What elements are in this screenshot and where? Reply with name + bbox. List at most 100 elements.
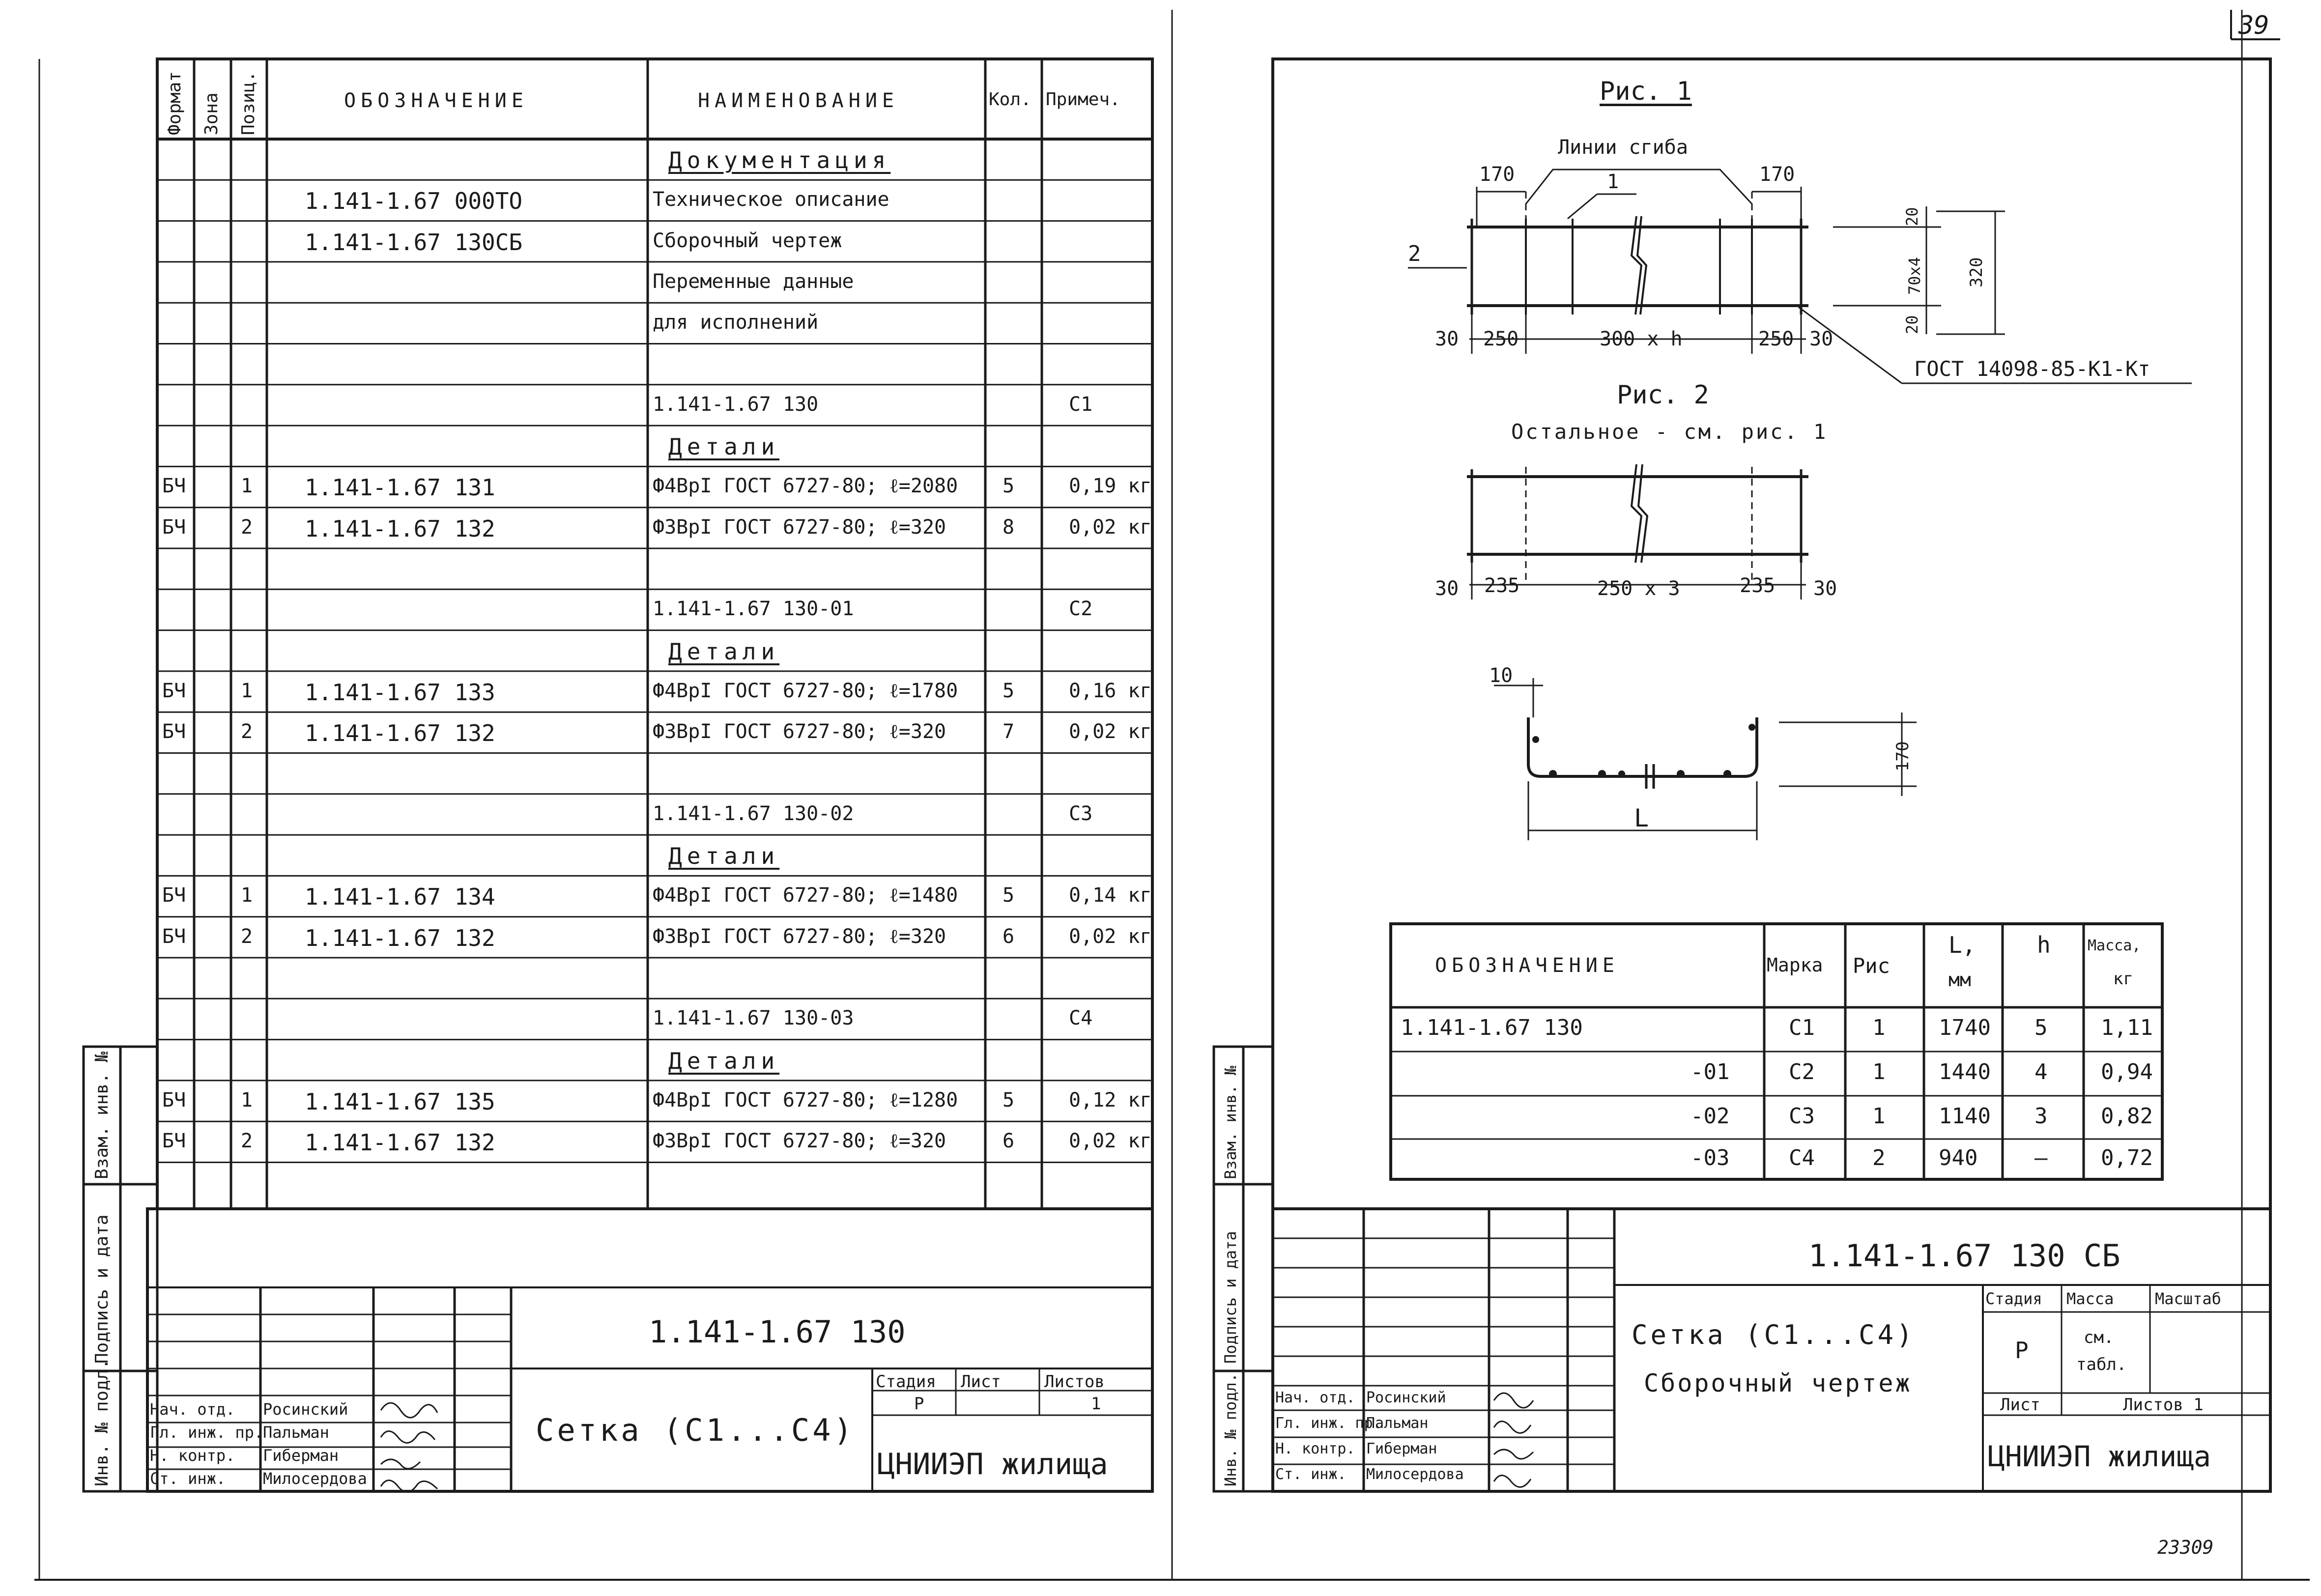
variant-cell-h: – — [2034, 1145, 2048, 1170]
spec-cell-note: 0,12 кг — [1069, 1088, 1152, 1112]
header-note: Примеч. — [1046, 89, 1120, 110]
left-sign-date: Подпись и дата — [92, 1214, 112, 1364]
variants-header-mass-unit: кг — [2113, 969, 2133, 989]
spec-cell-name: Ф4ВрI ГОСТ 6727-80; ℓ=1280 — [653, 1088, 958, 1112]
variants-header-h: h — [2037, 932, 2051, 958]
spec-cell-pos: 1 — [241, 884, 253, 907]
stamp-role: Н. контр. — [1275, 1440, 1355, 1457]
left-stamp-org: ЦНИИЭП жилища — [877, 1447, 1108, 1482]
stamp-person: Милосердова — [263, 1469, 367, 1488]
right-stamp-mass-label: Масса — [2066, 1289, 2114, 1308]
spec-cell-fmt: БЧ — [162, 720, 186, 743]
fig1-dim-250-left: 250 — [1483, 328, 1519, 350]
spec-cell-name: Переменные данные — [653, 270, 854, 293]
fig1-dim-30-right: 30 — [1809, 328, 1834, 350]
right-stamp-sheets-label: Листов 1 — [2123, 1395, 2204, 1415]
variant-cell-mark: С4 — [1789, 1145, 1815, 1170]
variant-cell-h: 4 — [2034, 1059, 2048, 1084]
left-stamp-stage-label: Стадия — [876, 1372, 936, 1392]
spec-cell-note: С4 — [1069, 1007, 1093, 1030]
variant-cell-mass: 0,72 — [2101, 1145, 2153, 1170]
fig2-dim-235-left: 235 — [1484, 574, 1520, 597]
right-stamp-title1: Сетка (С1...С4) — [1632, 1319, 1916, 1350]
fig1-dim-30-left: 30 — [1435, 328, 1459, 350]
left-stamp-stage: Р — [914, 1394, 924, 1414]
variant-cell-L: 1740 — [1939, 1015, 1991, 1040]
variants-header-fig: Рис — [1853, 954, 1890, 978]
right-vzam-inv: Взам. инв. № — [1221, 1065, 1240, 1179]
spec-cell-qty: 6 — [1003, 925, 1015, 948]
spec-cell-name: Детали — [668, 433, 780, 460]
spec-cell-note: 0,02 кг — [1069, 925, 1152, 948]
spec-cell-qty: 7 — [1003, 720, 1015, 743]
left-inv-orig: Инв. № подл. — [92, 1358, 112, 1486]
spec-cell-pos: 2 — [241, 1130, 253, 1153]
stamp-person: Гиберман — [263, 1446, 339, 1465]
section-dim-10: 10 — [1489, 664, 1513, 687]
spec-cell-note: 0,19 кг — [1069, 475, 1152, 498]
variant-cell-mark: С2 — [1789, 1059, 1815, 1084]
variant-cell-des: 1.141-1.67 130 — [1401, 1015, 1583, 1040]
spec-cell-pos: 1 — [241, 475, 253, 498]
left-stamp-title: Сетка (С1...С4) — [536, 1412, 855, 1448]
header-position: Позиц. — [238, 71, 258, 135]
stamp-person: Пальман — [1366, 1415, 1429, 1432]
right-stamp-org: ЦНИИЭП жилища — [1988, 1440, 2211, 1473]
right-stamp-mass2: табл. — [2076, 1355, 2127, 1374]
spec-cell-qty: 5 — [1003, 679, 1015, 702]
fig2-dim-235-right: 235 — [1740, 574, 1776, 597]
page-number: 39 — [2238, 11, 2269, 40]
right-inv-orig: Инв. № подл. — [1221, 1372, 1240, 1486]
spec-cell-pos: 2 — [241, 720, 253, 743]
fig2-dim-30-right: 30 — [1813, 577, 1837, 600]
variant-cell-h: 5 — [2034, 1015, 2048, 1040]
spec-cell-fmt: БЧ — [162, 884, 186, 907]
variants-header-mass: Масса, — [2088, 937, 2141, 954]
fig1-dim-mid: 300 x h — [1600, 328, 1683, 350]
stamp-role: Ст. инж. — [1275, 1466, 1347, 1483]
fig1-dim-70x4: 70x4 — [1905, 256, 1924, 295]
stamp-person: Гиберман — [1366, 1440, 1437, 1457]
right-stamp-scale-label: Масштаб — [2155, 1289, 2221, 1308]
section-dim-170: 170 — [1893, 741, 1913, 771]
spec-cell-des: 1.141-1.67 131 — [305, 474, 495, 501]
spec-cell-name: 1.141-1.67 130 — [653, 393, 819, 416]
spec-cell-name: Техническое описание — [653, 188, 889, 211]
header-zone: Зона — [201, 92, 222, 135]
right-stamp-stage: Р — [2015, 1337, 2029, 1364]
fig2-dim-mid: 250 x 3 — [1597, 577, 1680, 600]
spec-cell-qty: 6 — [1003, 1130, 1015, 1153]
variant-cell-fig: 1 — [1872, 1015, 1886, 1040]
spec-cell-pos: 2 — [241, 515, 253, 539]
spec-cell-name: Ф4ВрI ГОСТ 6727-80; ℓ=1480 — [653, 884, 958, 907]
spec-cell-note: 0,02 кг — [1069, 515, 1152, 539]
stamp-person: Пальман — [263, 1423, 329, 1442]
spec-cell-name: Ф3ВрI ГОСТ 6727-80; ℓ=320 — [653, 1130, 946, 1153]
variant-cell-L: 1140 — [1939, 1104, 1991, 1129]
spec-cell-des: 1.141-1.67 133 — [305, 679, 495, 706]
right-stamp-mass: см. — [2084, 1328, 2114, 1347]
header-qty: Кол. — [989, 89, 1032, 110]
spec-cell-note: 0,02 кг — [1069, 720, 1152, 743]
spec-cell-qty: 5 — [1003, 1088, 1015, 1112]
fig1-dim-320: 320 — [1967, 257, 1986, 287]
variants-header-L: L, — [1948, 932, 1976, 958]
spec-cell-fmt: БЧ — [162, 475, 186, 498]
left-stamp-sheets-label: Листов — [1044, 1372, 1105, 1392]
header-format: Формат — [165, 71, 185, 135]
header-designation: ОБОЗНАЧЕНИЕ — [344, 89, 528, 112]
stamp-role: Гл. инж. пр. — [1275, 1415, 1382, 1432]
spec-cell-name: Ф4ВрI ГОСТ 6727-80; ℓ=1780 — [653, 679, 958, 702]
fig1-pos1: 1 — [1607, 171, 1619, 193]
spec-cell-name: Детали — [668, 843, 780, 870]
fig1-dim-20-top: 20 — [1903, 207, 1921, 226]
spec-cell-des: 1.141-1.67 132 — [305, 515, 495, 542]
spec-cell-name: 1.141-1.67 130-02 — [653, 802, 854, 825]
fig1-dim-170-left: 170 — [1479, 163, 1515, 186]
spec-cell-pos: 1 — [241, 679, 253, 702]
spec-cell-fmt: БЧ — [162, 679, 186, 702]
stamp-role: Н. контр. — [150, 1446, 235, 1465]
spec-cell-note: С3 — [1069, 802, 1093, 825]
right-sign-date: Подпись и дата — [1221, 1231, 1240, 1364]
